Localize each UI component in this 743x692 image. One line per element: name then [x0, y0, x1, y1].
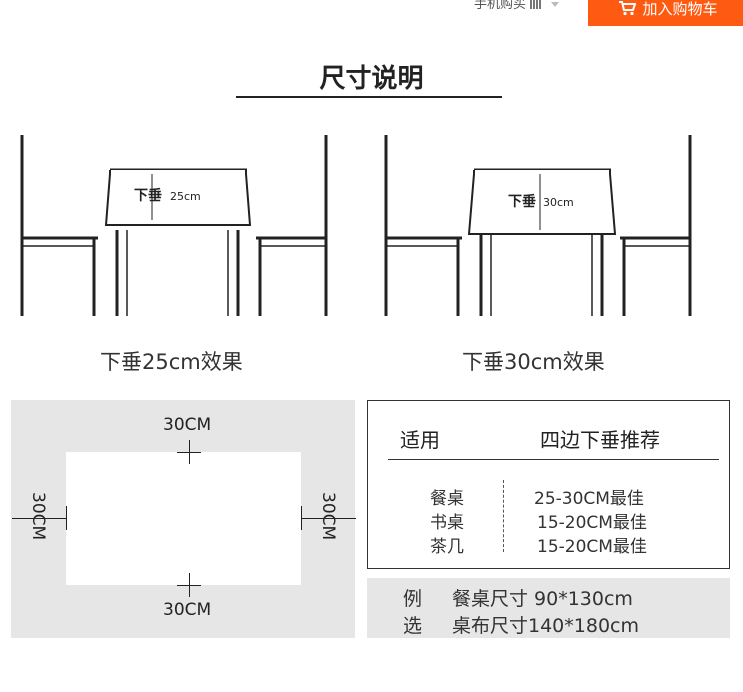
example-text-1: 餐桌尺寸 90*130cm	[452, 588, 633, 610]
recommend-col-drop: 四边下垂推荐	[540, 428, 660, 452]
recommend-col-type: 适用	[400, 428, 440, 452]
tick-left	[12, 518, 67, 519]
illustration-drop-30: 下垂 30cm	[384, 135, 692, 316]
caption-drop-25: 下垂25cm效果	[100, 350, 243, 374]
recommend-type-1: 书桌	[430, 513, 464, 533]
mobile-buy-link[interactable]: 手机购买	[474, 0, 560, 12]
add-to-cart-button[interactable]: 加入购物车	[588, 0, 743, 26]
recommend-value-2: 15-20CM最佳	[537, 537, 647, 557]
recommend-dashed-divider	[503, 480, 504, 552]
measure-left-label: 30CM	[28, 492, 48, 541]
tick-right-cross	[301, 506, 302, 530]
tick-top-cross	[177, 452, 201, 453]
cart-icon	[619, 1, 637, 16]
recommend-type-2: 茶几	[430, 537, 464, 557]
example-label-2: 选	[403, 615, 423, 637]
drop-tag-value-30: 30cm	[543, 196, 574, 209]
illustration-drop-25: 下垂 25cm	[20, 135, 328, 316]
qr-code-icon	[530, 0, 542, 9]
measure-right-label: 30CM	[318, 492, 338, 541]
chevron-down-icon	[551, 2, 560, 7]
example-text-2: 桌布尺寸140*180cm	[452, 615, 639, 637]
drop-tag-value-25: 25cm	[170, 190, 201, 203]
recommend-divider	[388, 459, 719, 460]
recommend-value-0: 25-30CM最佳	[534, 489, 644, 509]
title-underline	[236, 96, 502, 98]
recommend-type-0: 餐桌	[430, 489, 464, 509]
add-to-cart-label: 加入购物车	[642, 0, 718, 18]
drop-tag-30: 下垂	[508, 193, 536, 210]
example-label-1: 例	[403, 588, 423, 610]
recommend-table	[367, 400, 730, 569]
drop-tag-25: 下垂	[134, 187, 162, 204]
tabletop-shape	[66, 452, 301, 585]
measure-top-label: 30CM	[163, 415, 212, 435]
page-title: 尺寸说明	[319, 64, 424, 94]
mobile-buy-label: 手机购买	[474, 0, 527, 12]
caption-drop-30: 下垂30cm效果	[462, 350, 605, 374]
example-panel	[367, 578, 730, 638]
measure-bottom-label: 30CM	[163, 600, 212, 620]
tick-bottom-cross	[177, 585, 201, 586]
tick-right	[301, 518, 356, 519]
recommend-value-1: 15-20CM最佳	[537, 513, 647, 533]
tick-left-cross	[66, 506, 67, 530]
